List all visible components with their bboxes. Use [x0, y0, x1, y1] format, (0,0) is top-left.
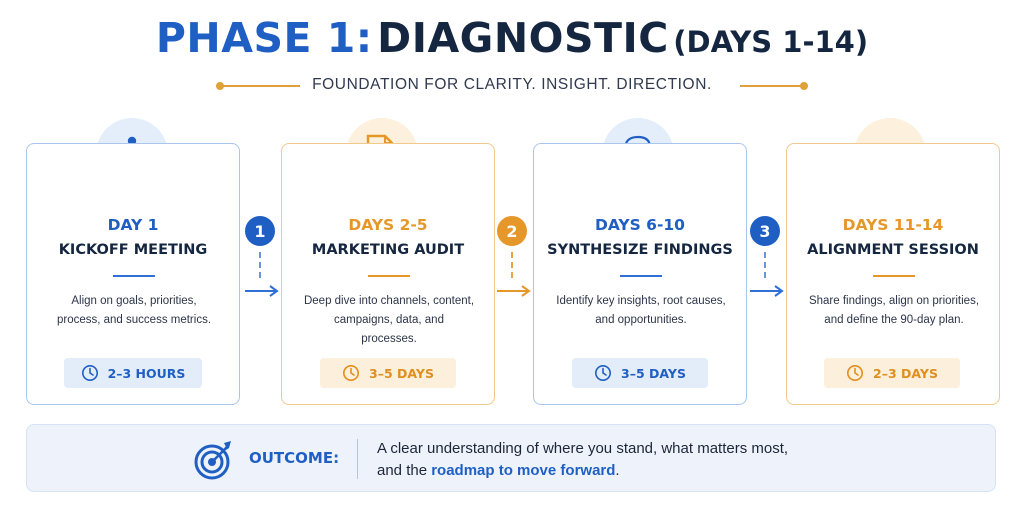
outcome-banner: OUTCOME: A clear understanding of where …	[26, 424, 996, 492]
desc-line: Align on goals, priorities,	[71, 295, 197, 307]
desc-line: processes.	[361, 333, 417, 345]
divider-dot-right	[800, 82, 808, 90]
connector-dash	[511, 252, 513, 278]
step-day: DAYS 2-5	[348, 216, 428, 234]
outcome-line2: and the roadmap to move forward.	[377, 460, 788, 482]
title-days: (DAYS 1-14)	[673, 25, 869, 59]
page-title: PHASE 1: DIAGNOSTIC (DAYS 1-14)	[0, 14, 1024, 62]
step-description: Align on goals, priorities, process, and…	[35, 292, 233, 330]
duration-badge: 2–3 DAYS	[824, 358, 960, 388]
clock-icon	[81, 365, 98, 381]
step-divider	[620, 275, 662, 277]
subtitle-row: FOUNDATION FOR CLARITY. INSIGHT. DIRECTI…	[0, 74, 1024, 98]
step-card-audit: DAYS 2-5 MARKETING AUDIT Deep dive into …	[281, 143, 495, 405]
outcome-highlight: roadmap to move forward	[431, 462, 616, 479]
arrow-right-icon	[750, 285, 784, 297]
duration-text: 3–5 DAYS	[621, 365, 686, 381]
outcome-line2-suffix: .	[615, 462, 620, 479]
step-card-alignment: DAYS 11-14 ALIGNMENT SESSION Share findi…	[786, 143, 1000, 405]
duration-badge: 3–5 DAYS	[572, 358, 708, 388]
divider-line-left	[222, 85, 300, 87]
clock-icon	[595, 365, 612, 381]
duration-badge: 2–3 HOURS	[64, 358, 202, 388]
duration-text: 2–3 HOURS	[107, 365, 186, 381]
desc-line: and opportunities.	[595, 314, 687, 326]
title-diagnostic: DIAGNOSTIC	[377, 14, 669, 62]
step-divider	[873, 275, 915, 277]
step-title: SYNTHESIZE FINDINGS	[547, 242, 733, 258]
step-day: DAYS 6-10	[595, 216, 685, 234]
step-card-synthesize: DAYS 6-10 SYNTHESIZE FINDINGS Identify k…	[533, 143, 747, 405]
step-divider	[113, 275, 155, 277]
outcome-label: OUTCOME:	[249, 449, 340, 467]
step-description: Identify key insights, root causes, and …	[542, 292, 740, 330]
divider-line-right	[740, 85, 802, 87]
duration-badge: 3–5 DAYS	[320, 358, 456, 388]
arrow-right-icon	[497, 285, 531, 297]
target-icon	[194, 441, 231, 480]
step-day: DAY 1	[107, 216, 159, 234]
step-title: KICKOFF MEETING	[58, 242, 208, 258]
desc-line: Share findings, align on priorities,	[808, 295, 980, 307]
duration-text: 2–3 DAYS	[873, 365, 938, 381]
outcome-separator	[357, 439, 358, 479]
divider-dot-left	[216, 82, 224, 90]
step-number-3: 3	[750, 216, 780, 246]
outcome-line1: A clear understanding of where you stand…	[377, 440, 789, 457]
arrow-right-icon	[245, 285, 279, 297]
outcome-line2-prefix: and the	[377, 462, 428, 479]
desc-line: Deep dive into channels, content,	[303, 295, 475, 307]
step-title: MARKETING AUDIT	[311, 242, 465, 258]
step-number-2: 2	[497, 216, 527, 246]
duration-text: 3–5 DAYS	[369, 365, 434, 381]
subtitle: FOUNDATION FOR CLARITY. INSIGHT. DIRECTI…	[312, 76, 712, 93]
connector-dash	[259, 252, 261, 278]
step-card-kickoff: DAY 1 KICKOFF MEETING Align on goals, pr…	[26, 143, 240, 405]
desc-line: campaigns, data, and	[334, 314, 444, 326]
step-day: DAYS 11-14	[842, 216, 944, 234]
step-divider	[368, 275, 410, 277]
step-description: Deep dive into channels, content, campai…	[290, 292, 488, 349]
connector-dash	[764, 252, 766, 278]
clock-icon	[343, 365, 360, 381]
desc-line: and define the 90-day plan.	[824, 314, 964, 326]
desc-line: Identify key insights, root causes,	[556, 295, 726, 307]
step-title: ALIGNMENT SESSION	[807, 242, 979, 258]
title-phase: PHASE 1:	[155, 14, 373, 62]
step-number-1: 1	[245, 216, 275, 246]
step-description: Share findings, align on priorities, and…	[795, 292, 993, 330]
desc-line: process, and success metrics.	[56, 314, 212, 326]
clock-icon	[847, 365, 864, 381]
outcome-text: A clear understanding of where you stand…	[377, 438, 788, 482]
